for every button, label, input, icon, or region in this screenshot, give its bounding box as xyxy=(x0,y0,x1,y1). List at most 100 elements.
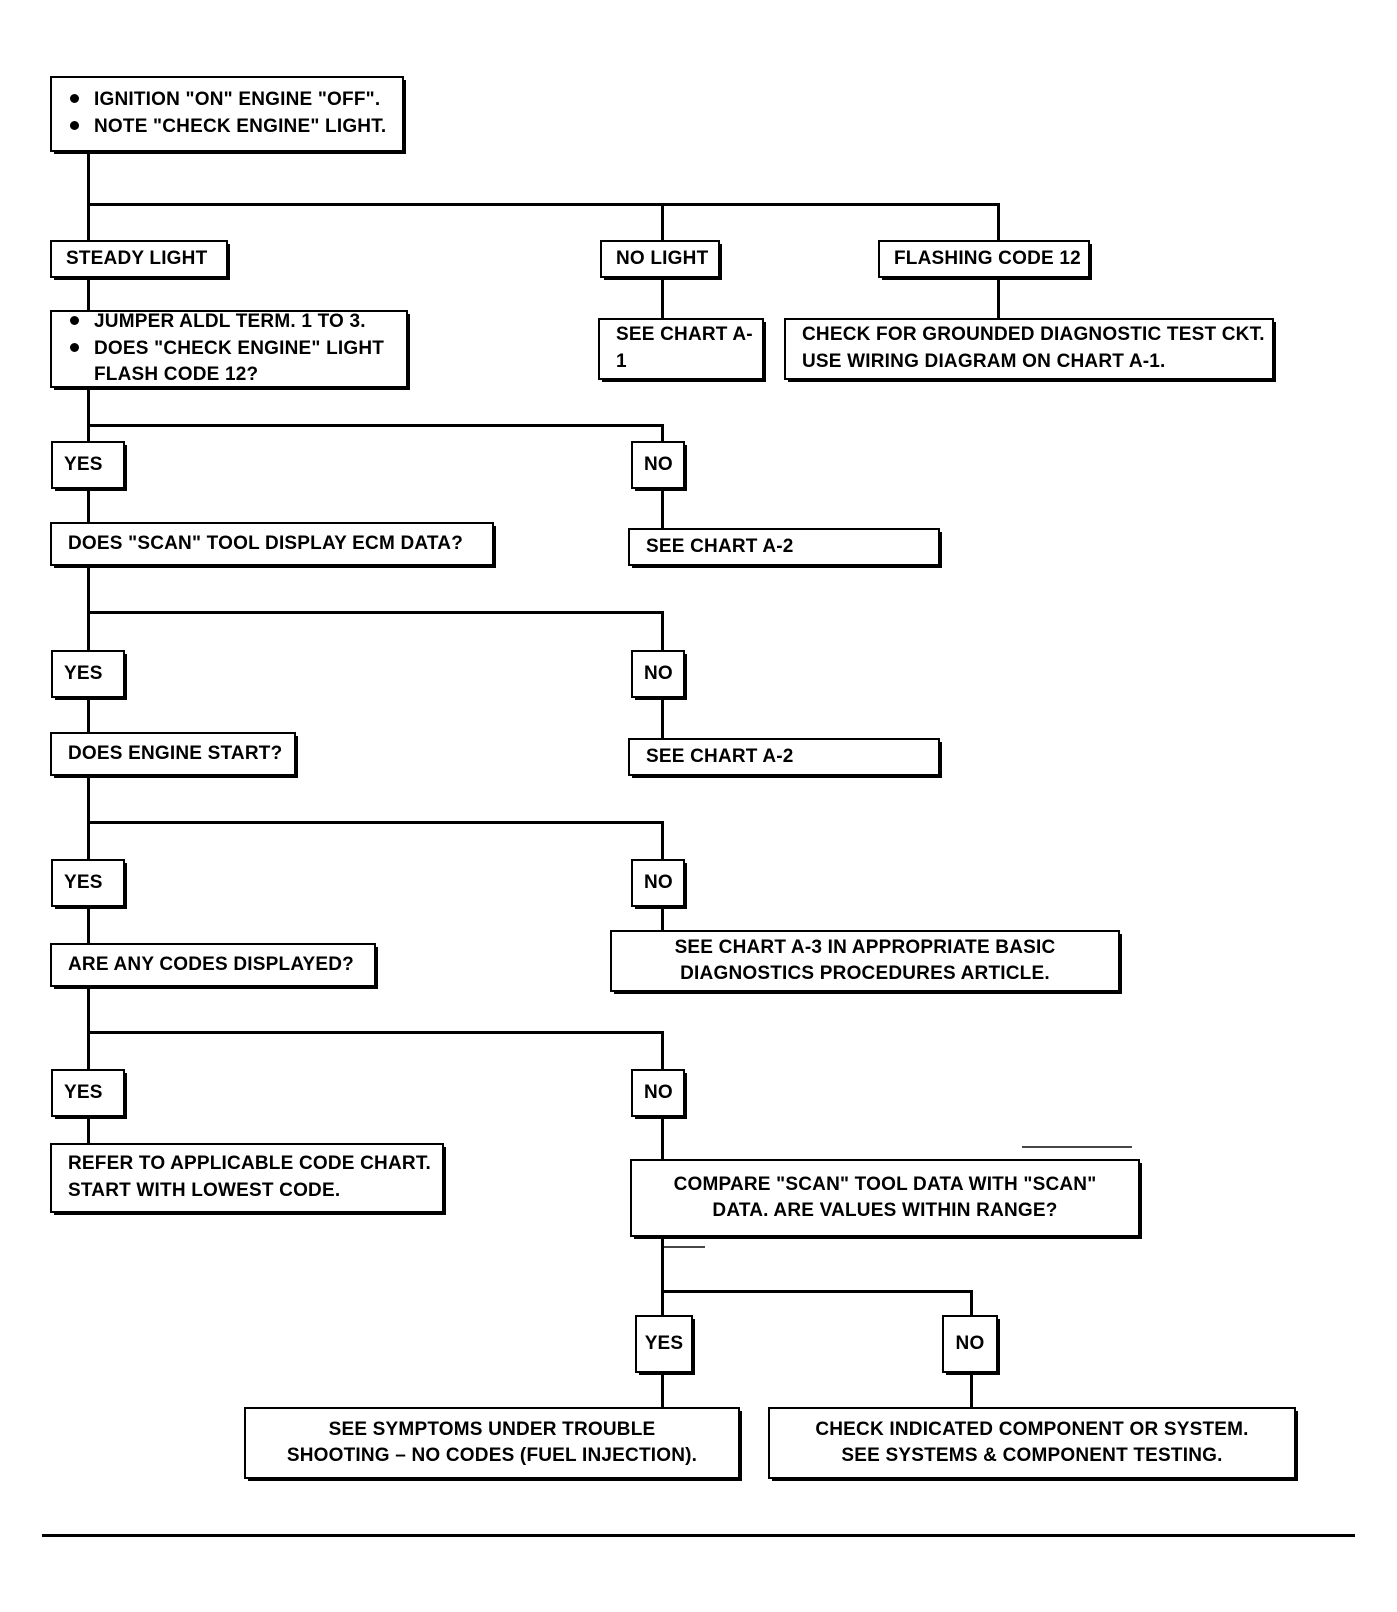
connector-yes3-to-anycodes xyxy=(87,907,90,945)
connector-no2-to-a2b xyxy=(661,698,664,738)
node-yes-1-label: YES xyxy=(64,454,103,475)
node-no-2-label: NO xyxy=(644,663,673,684)
node-jumper-aldl: JUMPER ALDL TERM. 1 TO 3. DOES "CHECK EN… xyxy=(50,310,408,388)
connector-flash12-to-ground xyxy=(997,278,1000,318)
connector-to-yes4 xyxy=(87,1031,90,1071)
connector-level3-bus xyxy=(87,611,663,614)
connector-to-yes2 xyxy=(87,611,90,652)
node-yes-5: YES xyxy=(635,1315,693,1373)
node-yes-5-label: YES xyxy=(644,1333,684,1354)
scan-artifact-mark xyxy=(1022,1146,1132,1148)
node-check-component-label: CHECK INDICATED COMPONENT OR SYSTEM. SEE… xyxy=(815,1418,1249,1466)
node-start: IGNITION "ON" ENGINE "OFF". NOTE "CHECK … xyxy=(50,76,404,152)
node-see-chart-a3: SEE CHART A-3 IN APPROPRIATE BASIC DIAGN… xyxy=(610,930,1120,992)
bullet-item: NOTE "CHECK ENGINE" LIGHT. xyxy=(70,114,392,141)
node-yes-4-label: YES xyxy=(64,1082,103,1103)
node-see-chart-a2-b-label: SEE CHART A-2 xyxy=(646,745,794,767)
node-no-4-label: NO xyxy=(644,1082,673,1103)
bullet-item: JUMPER ALDL TERM. 1 TO 3. xyxy=(70,309,396,336)
connector-yes2-to-enginestart xyxy=(87,698,90,734)
connector-no4-to-compare xyxy=(661,1117,664,1161)
connector-yes1-to-scan xyxy=(87,489,90,524)
bullet-item: IGNITION "ON" ENGINE "OFF". xyxy=(70,87,392,114)
page-bottom-rule xyxy=(42,1534,1355,1537)
node-yes-2: YES xyxy=(51,650,125,698)
connector-to-yes5 xyxy=(661,1290,664,1317)
node-no-4: NO xyxy=(631,1069,685,1117)
connector-level4-bus xyxy=(87,821,663,824)
connector-to-no3 xyxy=(661,821,664,861)
node-no-3: NO xyxy=(631,859,685,907)
node-scan-ecm-data-label: DOES "SCAN" TOOL DISPLAY ECM DATA? xyxy=(68,532,464,554)
node-flashing-code-12: FLASHING CODE 12 xyxy=(878,240,1090,278)
connector-level5-bus xyxy=(87,1031,663,1034)
connector-to-no2 xyxy=(661,611,664,652)
node-yes-2-label: YES xyxy=(64,663,103,684)
node-steady-light-label: STEADY LIGHT xyxy=(66,248,208,270)
connector-to-no5 xyxy=(970,1290,973,1317)
node-grounded-test-label: CHECK FOR GROUNDED DIAGNOSTIC TEST CKT. … xyxy=(802,324,1265,372)
node-scan-ecm-data: DOES "SCAN" TOOL DISPLAY ECM DATA? xyxy=(50,522,494,566)
connector-level0-bus xyxy=(87,203,1000,206)
connector-level6-bus xyxy=(661,1290,973,1293)
node-no-light: NO LIGHT xyxy=(600,240,720,278)
connector-start-stem xyxy=(87,150,90,206)
connector-to-no4 xyxy=(661,1031,664,1071)
connector-compare-stem xyxy=(661,1237,664,1293)
connector-jumper-stem xyxy=(87,386,90,427)
connector-steady-to-jumper xyxy=(87,278,90,312)
connector-no5-to-checkcomp xyxy=(970,1373,973,1409)
node-see-chart-a2-a-label: SEE CHART A-2 xyxy=(646,535,794,557)
connector-no1-to-a2 xyxy=(661,489,664,529)
node-no-5: NO xyxy=(942,1315,998,1373)
node-no-2: NO xyxy=(631,650,685,698)
connector-to-flash12 xyxy=(997,203,1000,242)
connector-scan-stem xyxy=(87,564,90,614)
bullet-dot-icon xyxy=(70,342,79,352)
node-check-component: CHECK INDICATED COMPONENT OR SYSTEM. SEE… xyxy=(768,1407,1296,1479)
bullet-dot-icon xyxy=(70,94,79,104)
node-see-chart-a1: SEE CHART A-1 xyxy=(598,318,764,380)
node-refer-code-chart-label: REFER TO APPLICABLE CODE CHART. START WI… xyxy=(68,1153,431,1201)
node-compare-scan: COMPARE "SCAN" TOOL DATA WITH "SCAN" DAT… xyxy=(630,1159,1140,1237)
node-yes-3: YES xyxy=(51,859,125,907)
connector-level2-bus xyxy=(87,424,663,427)
connector-to-no1 xyxy=(661,424,664,443)
node-no-5-label: NO xyxy=(955,1333,985,1354)
connector-anycodes-stem xyxy=(87,985,90,1033)
node-see-chart-a3-label: SEE CHART A-3 IN APPROPRIATE BASIC DIAGN… xyxy=(674,936,1056,984)
bullet-dot-icon xyxy=(70,121,79,130)
node-engine-start-label: DOES ENGINE START? xyxy=(68,742,283,764)
connector-enginestart-stem xyxy=(87,774,90,824)
connector-to-steady xyxy=(87,203,90,242)
connector-to-yes1 xyxy=(87,424,90,443)
connector-yes4-to-refer xyxy=(87,1117,90,1145)
node-see-chart-a1-label: SEE CHART A-1 xyxy=(616,324,753,372)
node-no-1-label: NO xyxy=(644,454,673,475)
connector-to-yes3 xyxy=(87,821,90,861)
node-no-3-label: NO xyxy=(644,872,673,893)
node-steady-light: STEADY LIGHT xyxy=(50,240,228,278)
connector-nolight-to-a1 xyxy=(661,278,664,318)
bullet-item: DOES "CHECK ENGINE" LIGHT FLASH CODE 12? xyxy=(70,336,396,389)
node-start-line-1: IGNITION "ON" ENGINE "OFF". xyxy=(94,89,381,111)
bullet-dot-icon xyxy=(70,316,79,326)
scan-artifact-mark xyxy=(663,1246,705,1248)
connector-to-nolight xyxy=(661,203,664,242)
node-symptoms: SEE SYMPTOMS UNDER TROUBLE SHOOTING – NO… xyxy=(244,1407,740,1479)
node-engine-start: DOES ENGINE START? xyxy=(50,732,296,776)
node-refer-code-chart: REFER TO APPLICABLE CODE CHART. START WI… xyxy=(50,1143,444,1213)
node-yes-4: YES xyxy=(51,1069,125,1117)
node-any-codes-label: ARE ANY CODES DISPLAYED? xyxy=(68,953,354,975)
node-symptoms-label: SEE SYMPTOMS UNDER TROUBLE SHOOTING – NO… xyxy=(286,1418,698,1466)
node-yes-1: YES xyxy=(51,441,125,489)
node-grounded-test: CHECK FOR GROUNDED DIAGNOSTIC TEST CKT. … xyxy=(784,318,1274,380)
node-see-chart-a2-a: SEE CHART A-2 xyxy=(628,528,940,566)
node-jumper-line-2: DOES "CHECK ENGINE" LIGHT FLASH CODE 12? xyxy=(94,337,385,386)
node-any-codes: ARE ANY CODES DISPLAYED? xyxy=(50,943,376,987)
node-jumper-line-1: JUMPER ALDL TERM. 1 TO 3. xyxy=(94,311,366,333)
node-yes-3-label: YES xyxy=(64,872,103,893)
connector-no3-to-a3 xyxy=(661,907,664,933)
node-start-line-2: NOTE "CHECK ENGINE" LIGHT. xyxy=(94,116,387,137)
